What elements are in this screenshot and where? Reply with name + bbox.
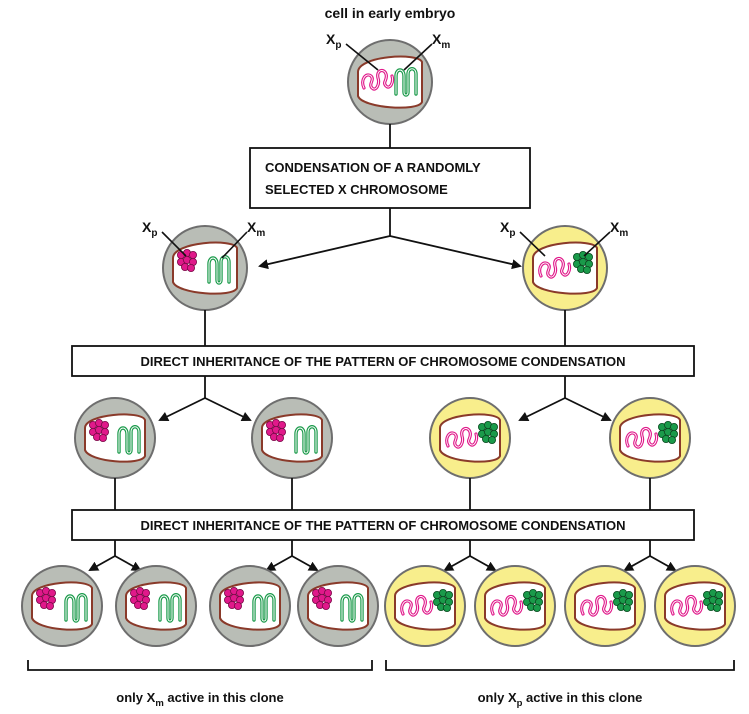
- level3-cell-4: [609, 397, 691, 479]
- inheritance-text-2: DIRECT INHERITANCE OF THE PATTERN OF CHR…: [140, 518, 625, 533]
- level4-cell-6: [474, 565, 556, 647]
- inheritance-box-1: [71, 345, 695, 377]
- level2-left-cell: [162, 225, 248, 311]
- condensation-line1: CONDENSATION OF A RANDOMLY: [265, 160, 481, 175]
- level4-cell-1: [21, 565, 103, 647]
- top-xm-label: Xm: [432, 31, 450, 51]
- level3-cell-3: [429, 397, 511, 479]
- top-xp-label: Xp: [326, 31, 341, 51]
- level4-cell-8: [654, 565, 736, 647]
- condensation-box: [249, 147, 531, 209]
- inheritance-text-1: DIRECT INHERITANCE OF THE PATTERN OF CHR…: [140, 354, 625, 369]
- right-clone-caption: only Xp active in this clone: [478, 690, 643, 709]
- level3-cell-2: [251, 397, 333, 479]
- level4-cell-3: [209, 565, 291, 647]
- l2-right-xm-label: Xm: [610, 219, 628, 239]
- title-label: cell in early embryo: [325, 5, 456, 21]
- level4-cell-2: [115, 565, 197, 647]
- left-clone-bracket: [27, 660, 373, 671]
- l2-left-xm-label: Xm: [247, 219, 265, 239]
- level4-cell-7: [564, 565, 646, 647]
- right-clone-bracket: [385, 660, 735, 671]
- inheritance-box-2: [71, 509, 695, 541]
- left-clone-caption: only Xm active in this clone: [116, 690, 283, 709]
- level2-right-cell: [522, 225, 608, 311]
- condensation-line2: SELECTED X CHROMOSOME: [265, 182, 448, 197]
- l2-right-xp-label: Xp: [500, 219, 515, 239]
- level4-cell-5: [384, 565, 466, 647]
- level4-cell-4: [297, 565, 379, 647]
- top-cell: [347, 39, 433, 125]
- level3-cell-1: [74, 397, 156, 479]
- l2-left-xp-label: Xp: [142, 219, 157, 239]
